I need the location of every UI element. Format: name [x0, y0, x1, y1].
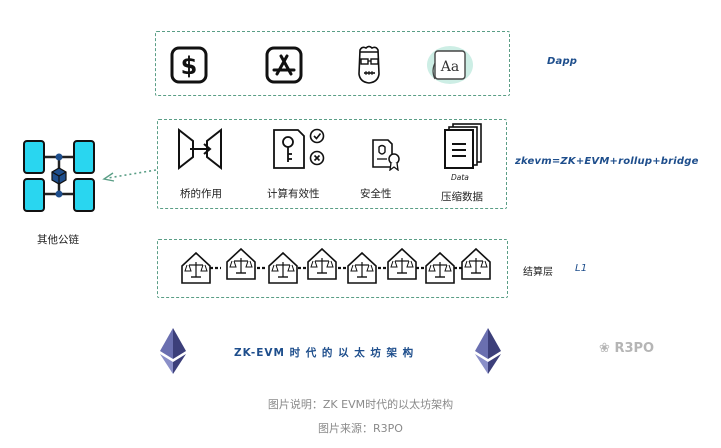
zkevm-layer-box	[157, 119, 507, 209]
era-title: ZK-EVM 时 代 的 以 太 坊 架 构	[234, 347, 415, 359]
key-check-icon	[273, 128, 325, 169]
bridge-arrow	[102, 169, 157, 182]
figure-source: 图片来源：R3PO	[318, 422, 403, 435]
nft-avatar-icon	[358, 45, 380, 84]
data-stack-icon	[444, 123, 482, 169]
figure-caption: 图片说明：ZK EVM时代的以太坊架构	[267, 398, 454, 411]
compression-caption: 压缩数据	[441, 191, 483, 203]
settlement-layer-box	[157, 239, 508, 298]
ethereum-logo-icon	[160, 328, 186, 374]
bridge-gate-icon	[178, 127, 222, 171]
security-caption: 安全性	[360, 188, 392, 200]
secure-document-icon	[372, 139, 400, 171]
dapp-layer-label: Dapp	[547, 56, 578, 67]
svg-text:Aa: Aa	[440, 59, 459, 75]
wechat-icon: ❀	[599, 341, 610, 356]
dollar-app-icon: $	[170, 46, 208, 84]
settlement-chain	[181, 248, 491, 284]
data-badge: Data	[451, 173, 469, 182]
bridge-caption: 桥的作用	[180, 188, 222, 200]
font-app-icon: Aa	[427, 46, 473, 84]
settlement-layer-sublabel: L1	[575, 263, 588, 274]
svg-text:$: $	[181, 52, 198, 80]
settlement-layer-label: 结算层	[523, 267, 553, 278]
public-chains-label: 其他公链	[37, 234, 79, 246]
public-chains-icon	[23, 140, 95, 212]
dapp-layer-box	[155, 31, 510, 96]
app-store-icon	[265, 46, 303, 84]
ethereum-logo-icon	[475, 328, 501, 374]
validity-caption: 计算有效性	[267, 188, 320, 200]
watermark-text: R3PO	[614, 341, 655, 356]
watermark: ❀ R3PO	[599, 341, 654, 356]
zkevm-layer-label: zkevm=ZK+EVM+rollup+bridge	[515, 156, 699, 167]
